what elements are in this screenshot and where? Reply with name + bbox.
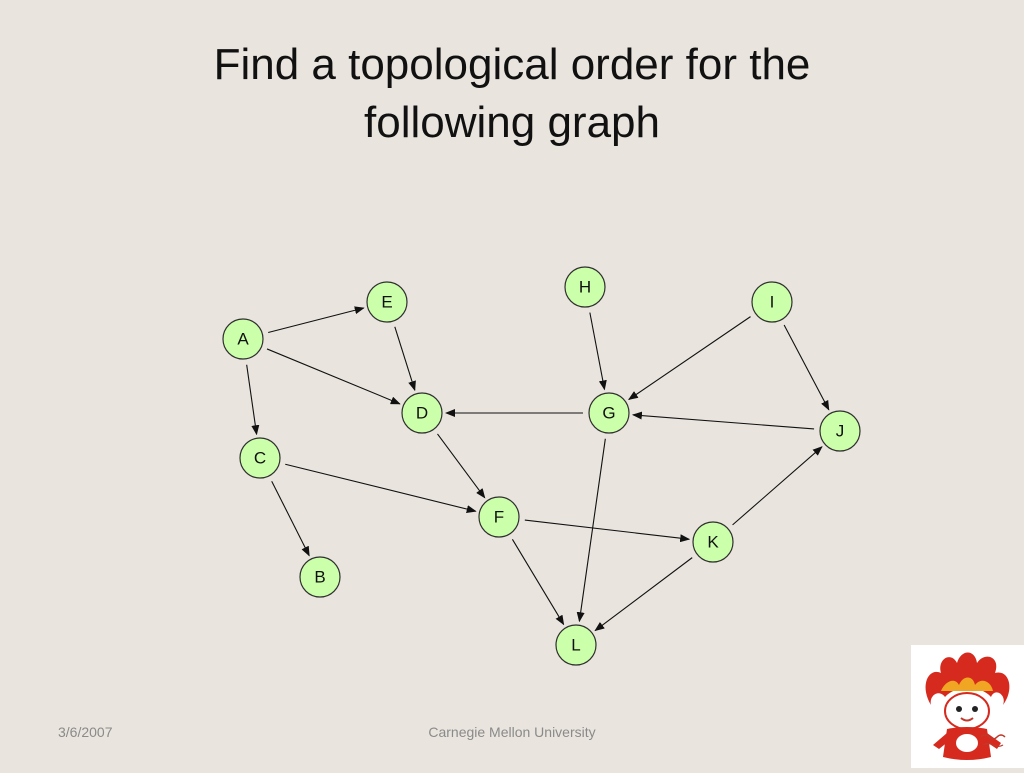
node-l: L (555, 624, 597, 666)
node-circle (222, 318, 264, 360)
footer-organization: Carnegie Mellon University (428, 724, 596, 740)
node-label: L (571, 636, 580, 655)
node-g: G (588, 392, 630, 434)
node-label: D (416, 404, 428, 423)
node-a: A (222, 318, 264, 360)
node-label: C (254, 449, 266, 468)
node-label: F (494, 508, 504, 527)
node-d: D (401, 392, 443, 434)
edge-d-to-f (437, 433, 486, 499)
edge-k-to-j (732, 446, 823, 526)
node-circle (692, 521, 734, 563)
edge-f-to-l (511, 538, 565, 626)
edge-k-to-l (594, 557, 693, 632)
node-circle (299, 556, 341, 598)
node-h: H (564, 266, 606, 308)
node-j: J (819, 410, 861, 452)
node-circle (564, 266, 606, 308)
edge-i-to-g (628, 316, 751, 401)
node-i: I (751, 281, 793, 323)
node-circle (588, 392, 630, 434)
node-f: F (478, 496, 520, 538)
edge-h-to-g (589, 312, 607, 391)
node-b: B (299, 556, 341, 598)
node-circle (555, 624, 597, 666)
node-circle (819, 410, 861, 452)
node-label: H (579, 278, 591, 297)
mascot-logo-image (911, 645, 1024, 768)
node-label: B (314, 568, 325, 587)
node-k: K (692, 521, 734, 563)
edge-a-to-c (246, 364, 260, 436)
mascot-icon (925, 652, 1010, 760)
footer-date: 3/6/2007 (58, 724, 113, 740)
node-c: C (239, 437, 281, 479)
edge-a-to-d (266, 348, 401, 405)
edge-f-to-k (524, 519, 691, 543)
edge-c-to-b (271, 480, 310, 557)
node-label: J (836, 422, 845, 441)
edge-i-to-j (783, 324, 830, 411)
edge-c-to-f (285, 463, 477, 513)
node-label: I (770, 293, 775, 312)
node-circle (401, 392, 443, 434)
edge-e-to-d (394, 326, 416, 392)
edge-a-to-e (268, 306, 365, 334)
node-label: E (381, 293, 392, 312)
node-e: E (366, 281, 408, 323)
nodes-layer: A B C D E F G H I J K L (222, 266, 861, 666)
slide-title-line-1: Find a topological order for the (213, 40, 811, 89)
node-circle (366, 281, 408, 323)
edge-g-to-l (576, 438, 606, 623)
node-label: A (237, 330, 249, 349)
node-circle (751, 281, 793, 323)
node-label: K (707, 533, 719, 552)
edge-j-to-g (631, 411, 815, 430)
slide-title-line-2: following graph (364, 98, 660, 147)
node-circle (478, 496, 520, 538)
edges-layer (246, 306, 830, 632)
slide-title: Find a topological order for the followi… (0, 36, 1024, 152)
node-circle (239, 437, 281, 479)
node-label: G (602, 404, 615, 423)
